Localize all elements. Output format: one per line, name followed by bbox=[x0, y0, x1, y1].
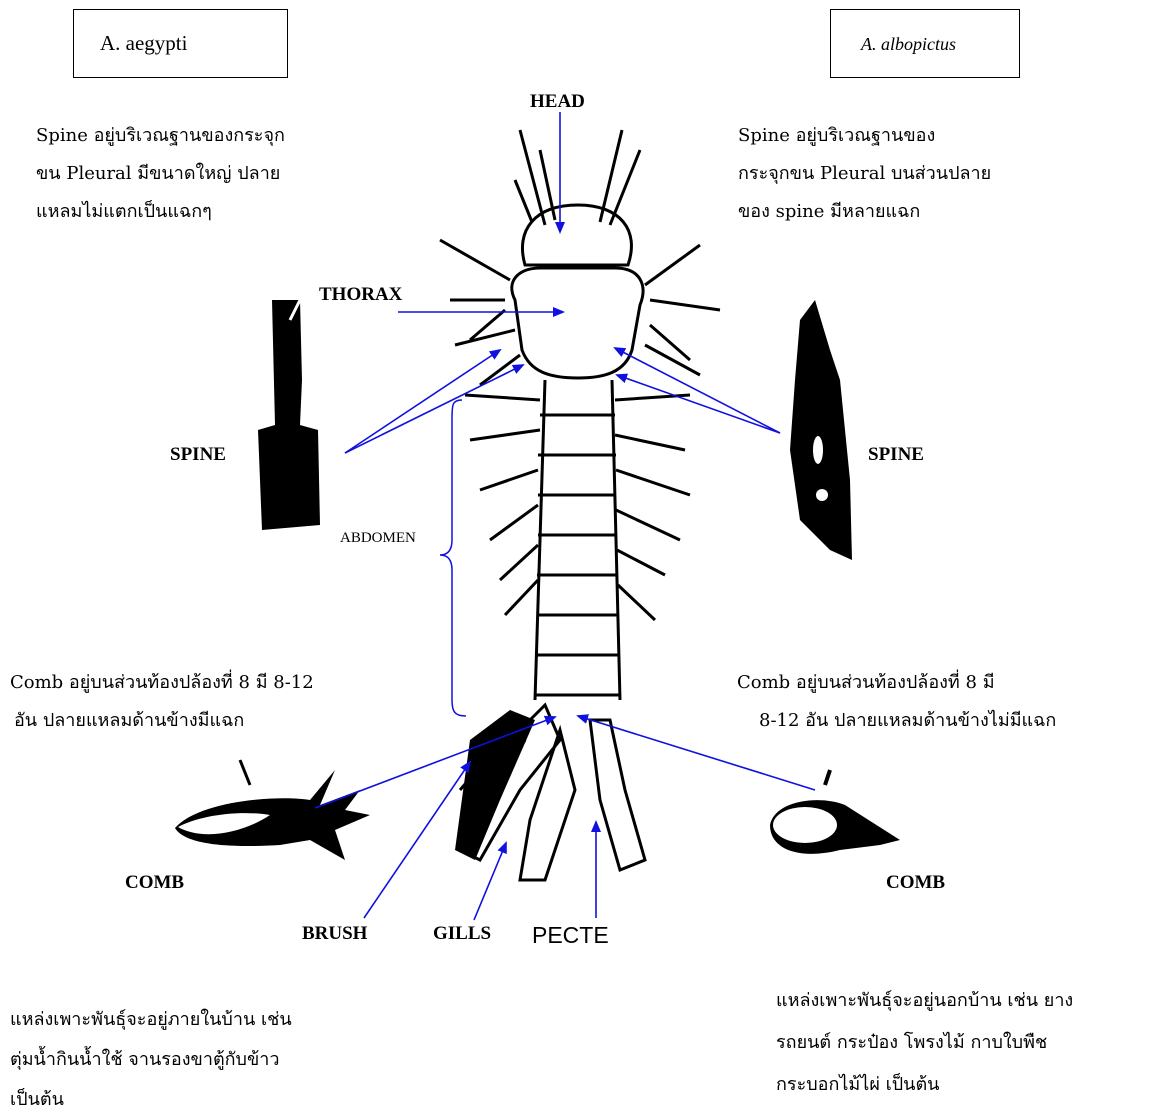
left-habitat-description: แหล่งเพาะพันธุ์จะอยู่ภายในบ้าน เช่น ตุ่ม… bbox=[10, 1000, 292, 1120]
label-comb-left: COMB bbox=[125, 872, 184, 894]
right-comb-line: Comb อยู่บนส่วนท้องปล้องที่ 8 มี bbox=[737, 664, 1056, 702]
label-abdomen: ABDOMEN bbox=[340, 530, 416, 547]
left-spine-description: Spine อยู่บริเวณฐานของกระจุก ขน Pleural … bbox=[36, 117, 285, 231]
left-habitat-line: ตุ่มน้ำกินน้ำใช้ จานรองขาตู้กับข้าว bbox=[10, 1040, 292, 1080]
left-comb-line: Comb อยู่บนส่วนท้องปล้องที่ 8 มี 8-12 bbox=[10, 664, 314, 702]
right-spine-line: Spine อยู่บริเวณฐานของ bbox=[738, 117, 991, 155]
left-habitat-line: เป็นต้น bbox=[10, 1080, 292, 1120]
right-comb-description: Comb อยู่บนส่วนท้องปล้องที่ 8 มี 8-12 อั… bbox=[737, 664, 1056, 740]
left-spine-line: แหลมไม่แตกเป็นแฉกๆ bbox=[36, 193, 285, 231]
comb-left-illustration bbox=[175, 760, 370, 860]
spine-right-illustration bbox=[790, 300, 852, 560]
pointer-arrows bbox=[315, 112, 815, 920]
left-comb-line: อัน ปลายแหลมด้านข้างมีแฉก bbox=[10, 702, 314, 740]
arrow-spine-left-2 bbox=[345, 365, 523, 453]
left-comb-description: Comb อยู่บนส่วนท้องปล้องที่ 8 มี 8-12 อั… bbox=[10, 664, 314, 740]
label-head: HEAD bbox=[530, 91, 585, 113]
label-comb-right: COMB bbox=[886, 872, 945, 894]
right-comb-line: 8-12 อัน ปลายแหลมด้านข้างไม่มีแฉก bbox=[737, 702, 1056, 740]
right-spine-line: ของ spine มีหลายแฉก bbox=[738, 193, 991, 231]
left-spine-line: ขน Pleural มีขนาดใหญ่ ปลาย bbox=[36, 155, 285, 193]
arrow-brush bbox=[364, 762, 470, 918]
label-gills: GILLS bbox=[433, 923, 491, 945]
label-brush: BRUSH bbox=[302, 923, 367, 945]
right-spine-line: กระจุกขน Pleural บนส่วนปลาย bbox=[738, 155, 991, 193]
arrow-spine-right-1 bbox=[615, 348, 780, 433]
right-habitat-line: กระบอกไม้ไผ่ เป็นต้น bbox=[776, 1064, 1073, 1106]
arrow-spine-right-2 bbox=[617, 375, 780, 433]
spine-left-illustration bbox=[258, 300, 320, 530]
label-spine-left: SPINE bbox=[170, 444, 226, 466]
arrow-gills bbox=[474, 843, 506, 920]
right-habitat-line: รถยนต์ กระป๋อง โพรงไม้ กาบใบพืช bbox=[776, 1022, 1073, 1064]
right-spine-description: Spine อยู่บริเวณฐานของ กระจุกขน Pleural … bbox=[738, 117, 991, 231]
left-habitat-line: แหล่งเพาะพันธุ์จะอยู่ภายในบ้าน เช่น bbox=[10, 1000, 292, 1040]
right-habitat-description: แหล่งเพาะพันธุ์จะอยู่นอกบ้าน เช่น ยาง รถ… bbox=[776, 980, 1073, 1106]
abdomen-brace bbox=[440, 400, 466, 716]
label-thorax: THORAX bbox=[319, 284, 402, 306]
right-habitat-line: แหล่งเพาะพันธุ์จะอยู่นอกบ้าน เช่น ยาง bbox=[776, 980, 1073, 1022]
label-spine-right: SPINE bbox=[868, 444, 924, 466]
left-spine-line: Spine อยู่บริเวณฐานของกระจุก bbox=[36, 117, 285, 155]
label-pecte: PECTE bbox=[532, 922, 609, 949]
